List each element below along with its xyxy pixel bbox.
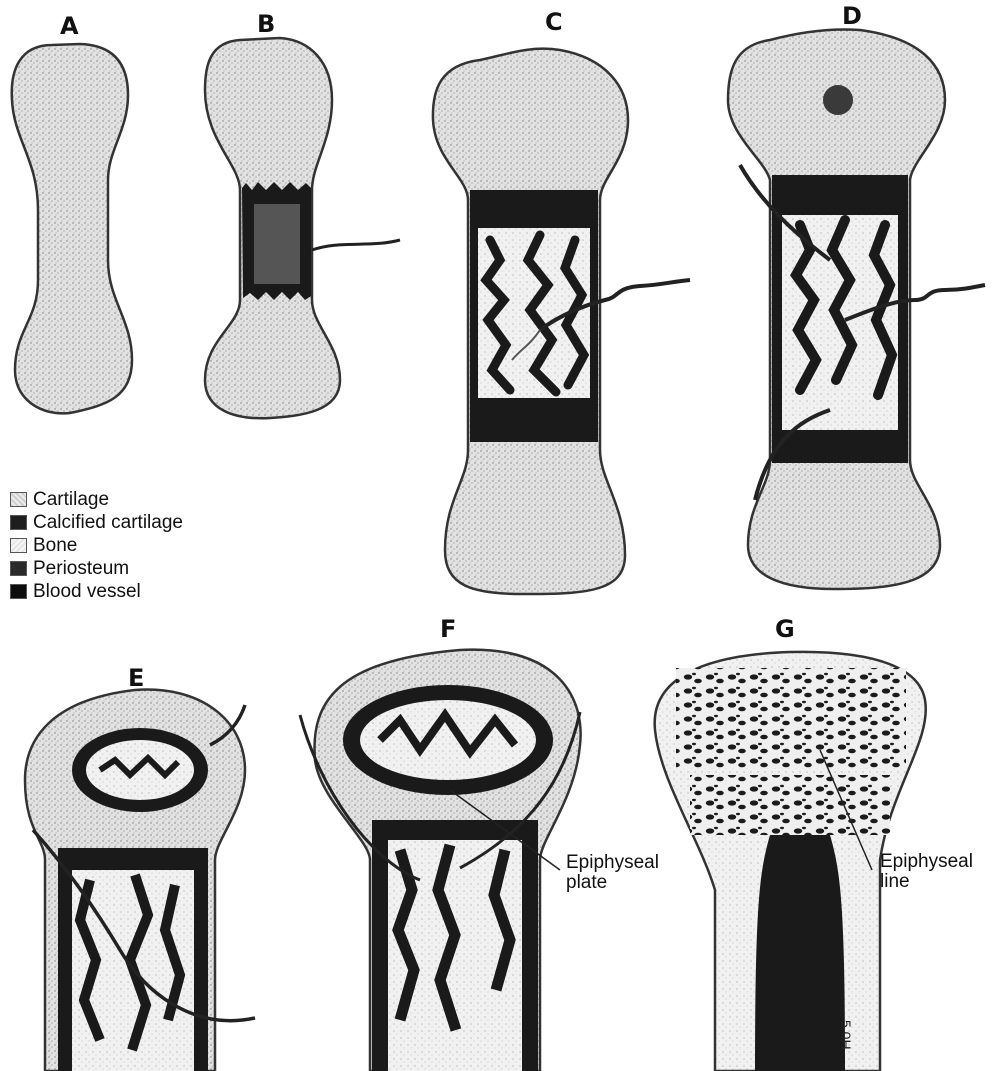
calcified-cartilage-swatch-icon xyxy=(10,515,27,530)
blood-vessel-swatch-icon xyxy=(10,584,27,599)
legend-label: Blood vessel xyxy=(33,580,141,603)
panel-c-marrow-cavity xyxy=(433,49,690,594)
legend-item-cartilage: Cartilage xyxy=(10,488,183,511)
panel-label-e: E xyxy=(128,664,144,692)
panel-e-epiphyseal-center xyxy=(25,690,255,1071)
panel-f-epiphyseal-plate xyxy=(300,650,581,1071)
legend-label: Bone xyxy=(33,534,77,557)
panel-d-secondary-center xyxy=(728,29,985,589)
panel-label-g: G xyxy=(775,615,795,643)
panel-b-primary-center xyxy=(205,38,400,418)
legend-label: Calcified cartilage xyxy=(33,511,183,534)
periosteum-swatch-icon xyxy=(10,561,27,576)
cartilage-swatch-icon xyxy=(10,492,27,507)
legend: Cartilage Calcified cartilage Bone Perio… xyxy=(10,488,183,603)
callout-line-1: Epiphyseal xyxy=(880,852,973,872)
callout-line-2: plate xyxy=(566,873,659,893)
artist-signature: 5.0H xyxy=(838,1020,854,1050)
legend-label: Periosteum xyxy=(33,557,129,580)
panel-label-f: F xyxy=(440,615,456,643)
callout-line-1: Epiphyseal xyxy=(566,853,659,873)
legend-item-calcified-cartilage: Calcified cartilage xyxy=(10,511,183,534)
panel-label-d: D xyxy=(842,2,862,30)
legend-label: Cartilage xyxy=(33,488,109,511)
bone-swatch-icon xyxy=(10,538,27,553)
callout-line-2: line xyxy=(880,872,973,892)
legend-item-bone: Bone xyxy=(10,534,183,557)
panel-label-b: B xyxy=(257,10,275,38)
panel-label-a: A xyxy=(60,12,79,40)
legend-item-blood-vessel: Blood vessel xyxy=(10,580,183,603)
legend-item-periosteum: Periosteum xyxy=(10,557,183,580)
epiphyseal-plate-label: Epiphyseal plate xyxy=(566,853,659,893)
panel-label-c: C xyxy=(545,8,563,36)
panel-a-cartilage-model xyxy=(12,44,132,413)
epiphyseal-line-label: Epiphyseal line xyxy=(880,852,973,892)
